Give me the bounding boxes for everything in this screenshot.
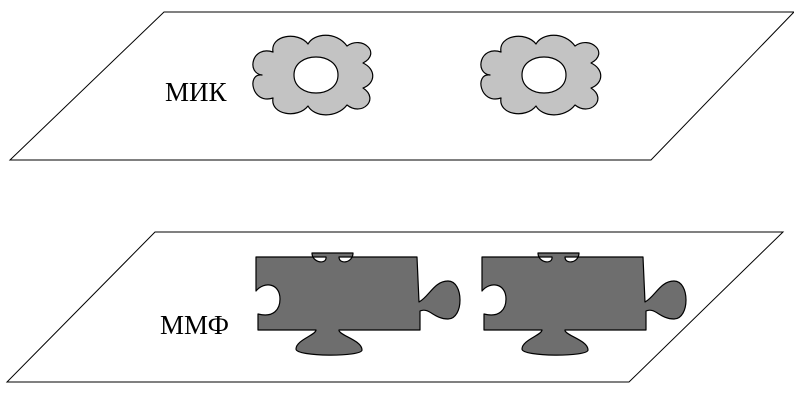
- mmf-plane-label: ММФ: [160, 310, 229, 340]
- mik-plane-label: МИК: [165, 77, 228, 107]
- plane-mmf: ММФ: [5, 231, 785, 383]
- plane-mik: МИК: [8, 11, 794, 161]
- mik-plane-surface: [8, 11, 794, 161]
